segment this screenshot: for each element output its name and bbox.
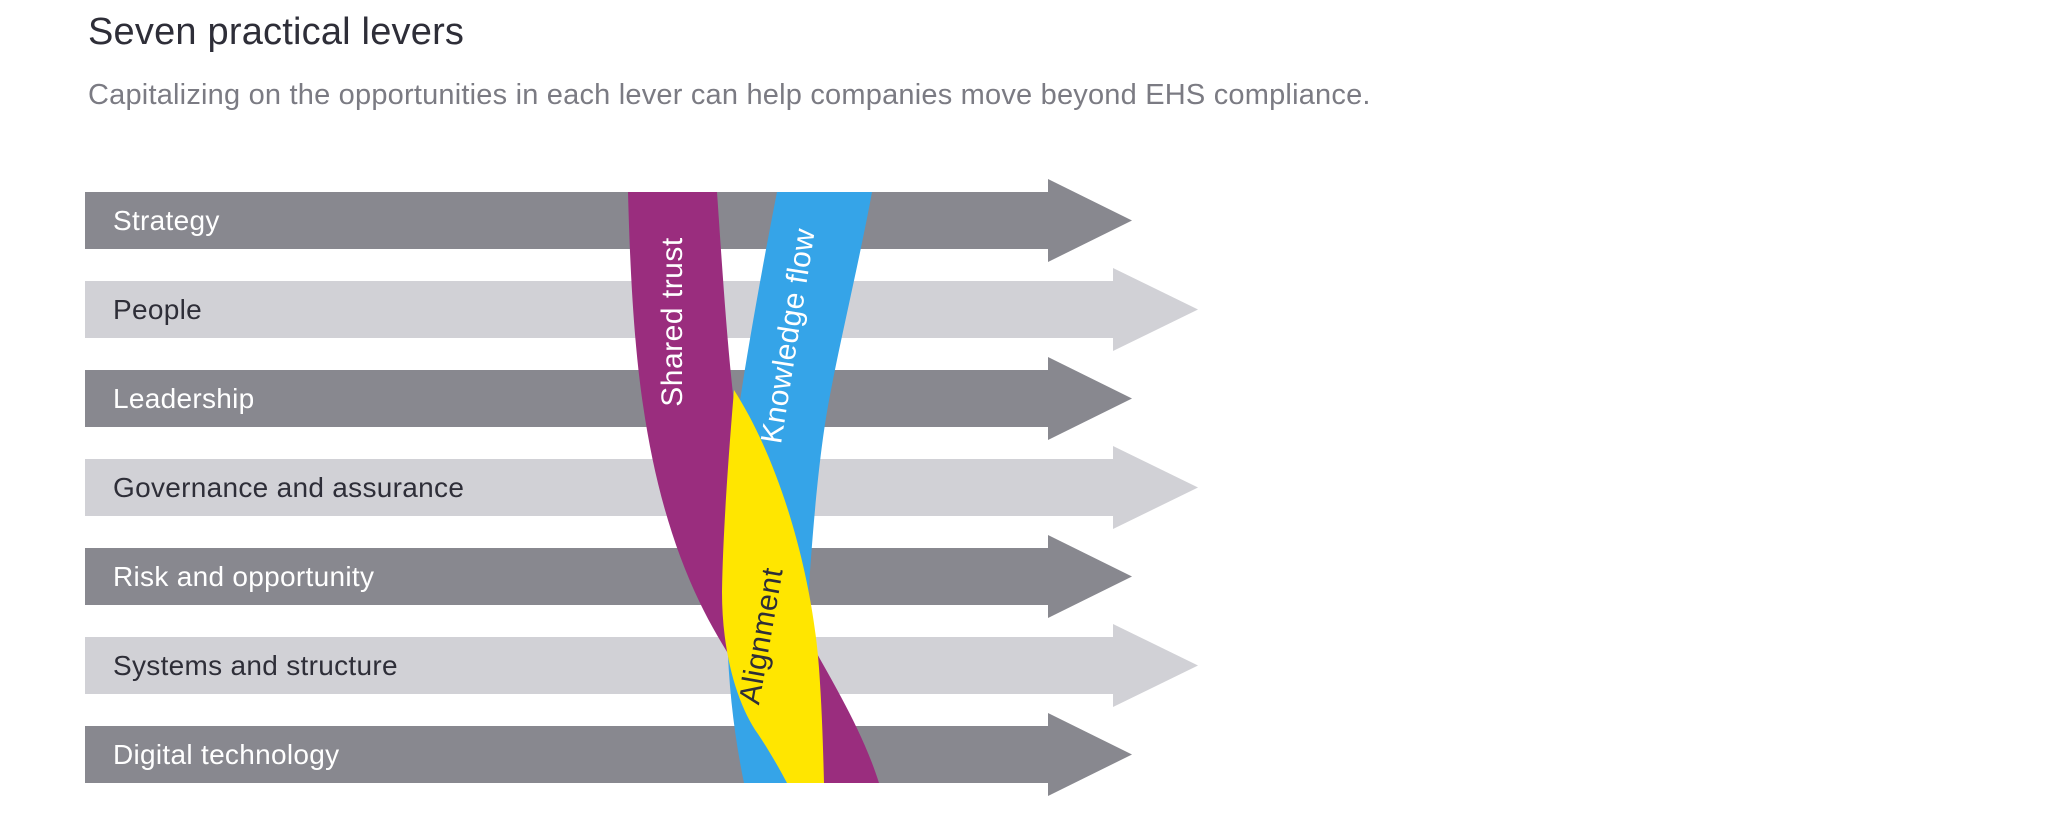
lever-bar: Strategy — [85, 192, 1048, 249]
lever-label: People — [113, 294, 202, 325]
lever-bar: People — [85, 281, 1113, 338]
arrow-head-icon — [1048, 713, 1132, 796]
lever-bar: Leadership — [85, 370, 1048, 427]
lever-label: Leadership — [113, 383, 255, 414]
arrow-head-icon — [1048, 357, 1132, 440]
ribbon-label-shared-trust: Shared trust — [656, 237, 689, 407]
lever-label: Systems and structure — [113, 650, 398, 681]
arrow-head-icon — [1113, 446, 1198, 529]
arrow-head-icon — [1048, 535, 1132, 618]
page-subtitle: Capitalizing on the opportunities in eac… — [88, 79, 1371, 111]
lever-label: Risk and opportunity — [113, 561, 375, 592]
lever-bar: Systems and structure — [85, 637, 1113, 694]
lever-bar: Risk and opportunity — [85, 548, 1048, 605]
lever-label: Strategy — [113, 205, 220, 236]
arrow-head-icon — [1048, 179, 1132, 262]
lever-bar: Governance and assurance — [85, 459, 1113, 516]
lever-label: Governance and assurance — [113, 472, 465, 503]
lever-bar: Digital technology — [85, 726, 1048, 783]
page-title: Seven practical levers — [88, 11, 465, 53]
arrow-head-icon — [1113, 624, 1198, 707]
arrow-head-icon — [1113, 268, 1198, 351]
lever-label: Digital technology — [113, 739, 340, 770]
